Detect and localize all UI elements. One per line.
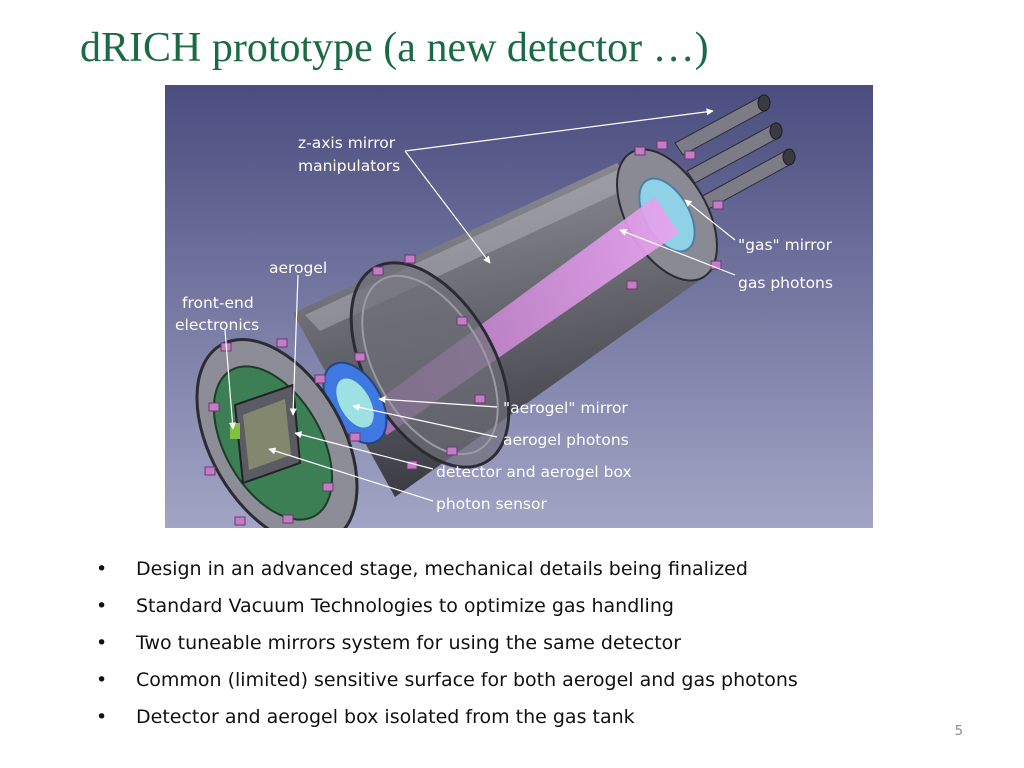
label-front-end-line2: electronics	[175, 316, 259, 334]
bullet-marker: •	[96, 632, 108, 654]
bullet-marker: •	[96, 558, 108, 580]
label-aerogel-mirror: "aerogel" mirror	[503, 399, 628, 417]
detector-cad-figure: z-axis mirror manipulators aerogel front…	[165, 85, 873, 528]
slide-title: dRICH prototype (a new detector …)	[80, 25, 709, 71]
bullet-list: • Design in an advanced stage, mechanical…	[96, 555, 798, 740]
label-z-axis-line1: z-axis mirror	[298, 134, 396, 152]
bullet-text: Two tuneable mirrors system for using th…	[136, 632, 682, 654]
bullet-text: Common (limited) sensitive surface for b…	[136, 669, 798, 691]
label-gas-mirror: "gas" mirror	[738, 236, 833, 254]
label-photon-sensor: photon sensor	[436, 495, 547, 513]
label-detector-aerogel-box: detector and aerogel box	[436, 463, 632, 481]
label-front-end-electronics: front-end electronics	[175, 294, 259, 334]
bullet-item: • Detector and aerogel box isolated from …	[96, 703, 798, 740]
bullet-marker: •	[96, 706, 108, 728]
page-number: 5	[954, 724, 963, 739]
bullet-item: • Common (limited) sensitive surface for …	[96, 666, 798, 703]
label-aerogel-photons: aerogel photons	[503, 431, 629, 449]
bullet-item: • Two tuneable mirrors system for using t…	[96, 629, 798, 666]
bullet-text: Design in an advanced stage, mechanical …	[136, 558, 748, 580]
photon-sensor-chip	[230, 423, 240, 439]
label-front-end-line1: front-end	[182, 294, 254, 312]
bullet-marker: •	[96, 595, 108, 617]
label-gas-photons: gas photons	[738, 274, 833, 292]
label-z-axis-mirror-manipulators: z-axis mirror manipulators	[298, 134, 400, 175]
label-z-axis-line2: manipulators	[298, 157, 400, 175]
bullet-item: • Standard Vacuum Technologies to optimiz…	[96, 592, 798, 629]
bullet-text: Detector and aerogel box isolated from t…	[136, 706, 635, 728]
bullet-text: Standard Vacuum Technologies to optimize…	[136, 595, 674, 617]
bullet-marker: •	[96, 669, 108, 691]
bullet-item: • Design in an advanced stage, mechanical…	[96, 555, 798, 592]
label-aerogel: aerogel	[269, 259, 327, 277]
callout-leader-lines	[224, 108, 736, 502]
